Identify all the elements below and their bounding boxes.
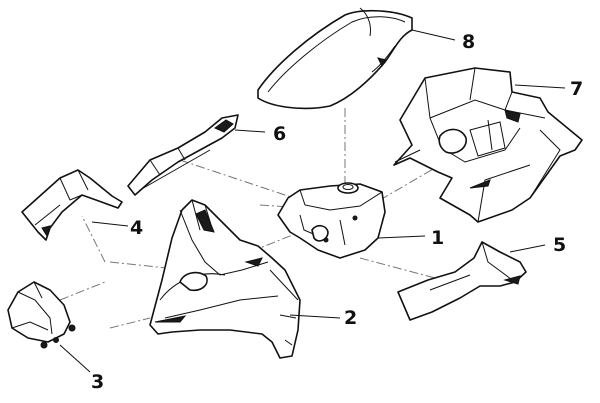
part-4-front-fender	[21, 169, 123, 241]
callout-4: 4	[130, 217, 143, 239]
part-6-side-panel	[127, 114, 239, 196]
part-2-front-body-panel	[149, 199, 301, 359]
callout-8: 8	[462, 31, 475, 53]
part-8-seat	[257, 7, 413, 110]
callout-2: 2	[344, 307, 357, 329]
part-1-fuel-tank	[277, 182, 386, 259]
callout-6: 6	[273, 123, 286, 145]
part-5-side-cover	[397, 241, 527, 321]
callout-1: 1	[431, 227, 444, 249]
part-3-headlight	[7, 281, 76, 349]
leader-lines	[59, 29, 566, 373]
callout-5: 5	[553, 234, 566, 256]
part-7-rear-fender	[393, 67, 583, 223]
callout-3: 3	[91, 371, 104, 393]
assembly-alignment-lines	[59, 108, 451, 329]
callout-7: 7	[570, 78, 583, 100]
